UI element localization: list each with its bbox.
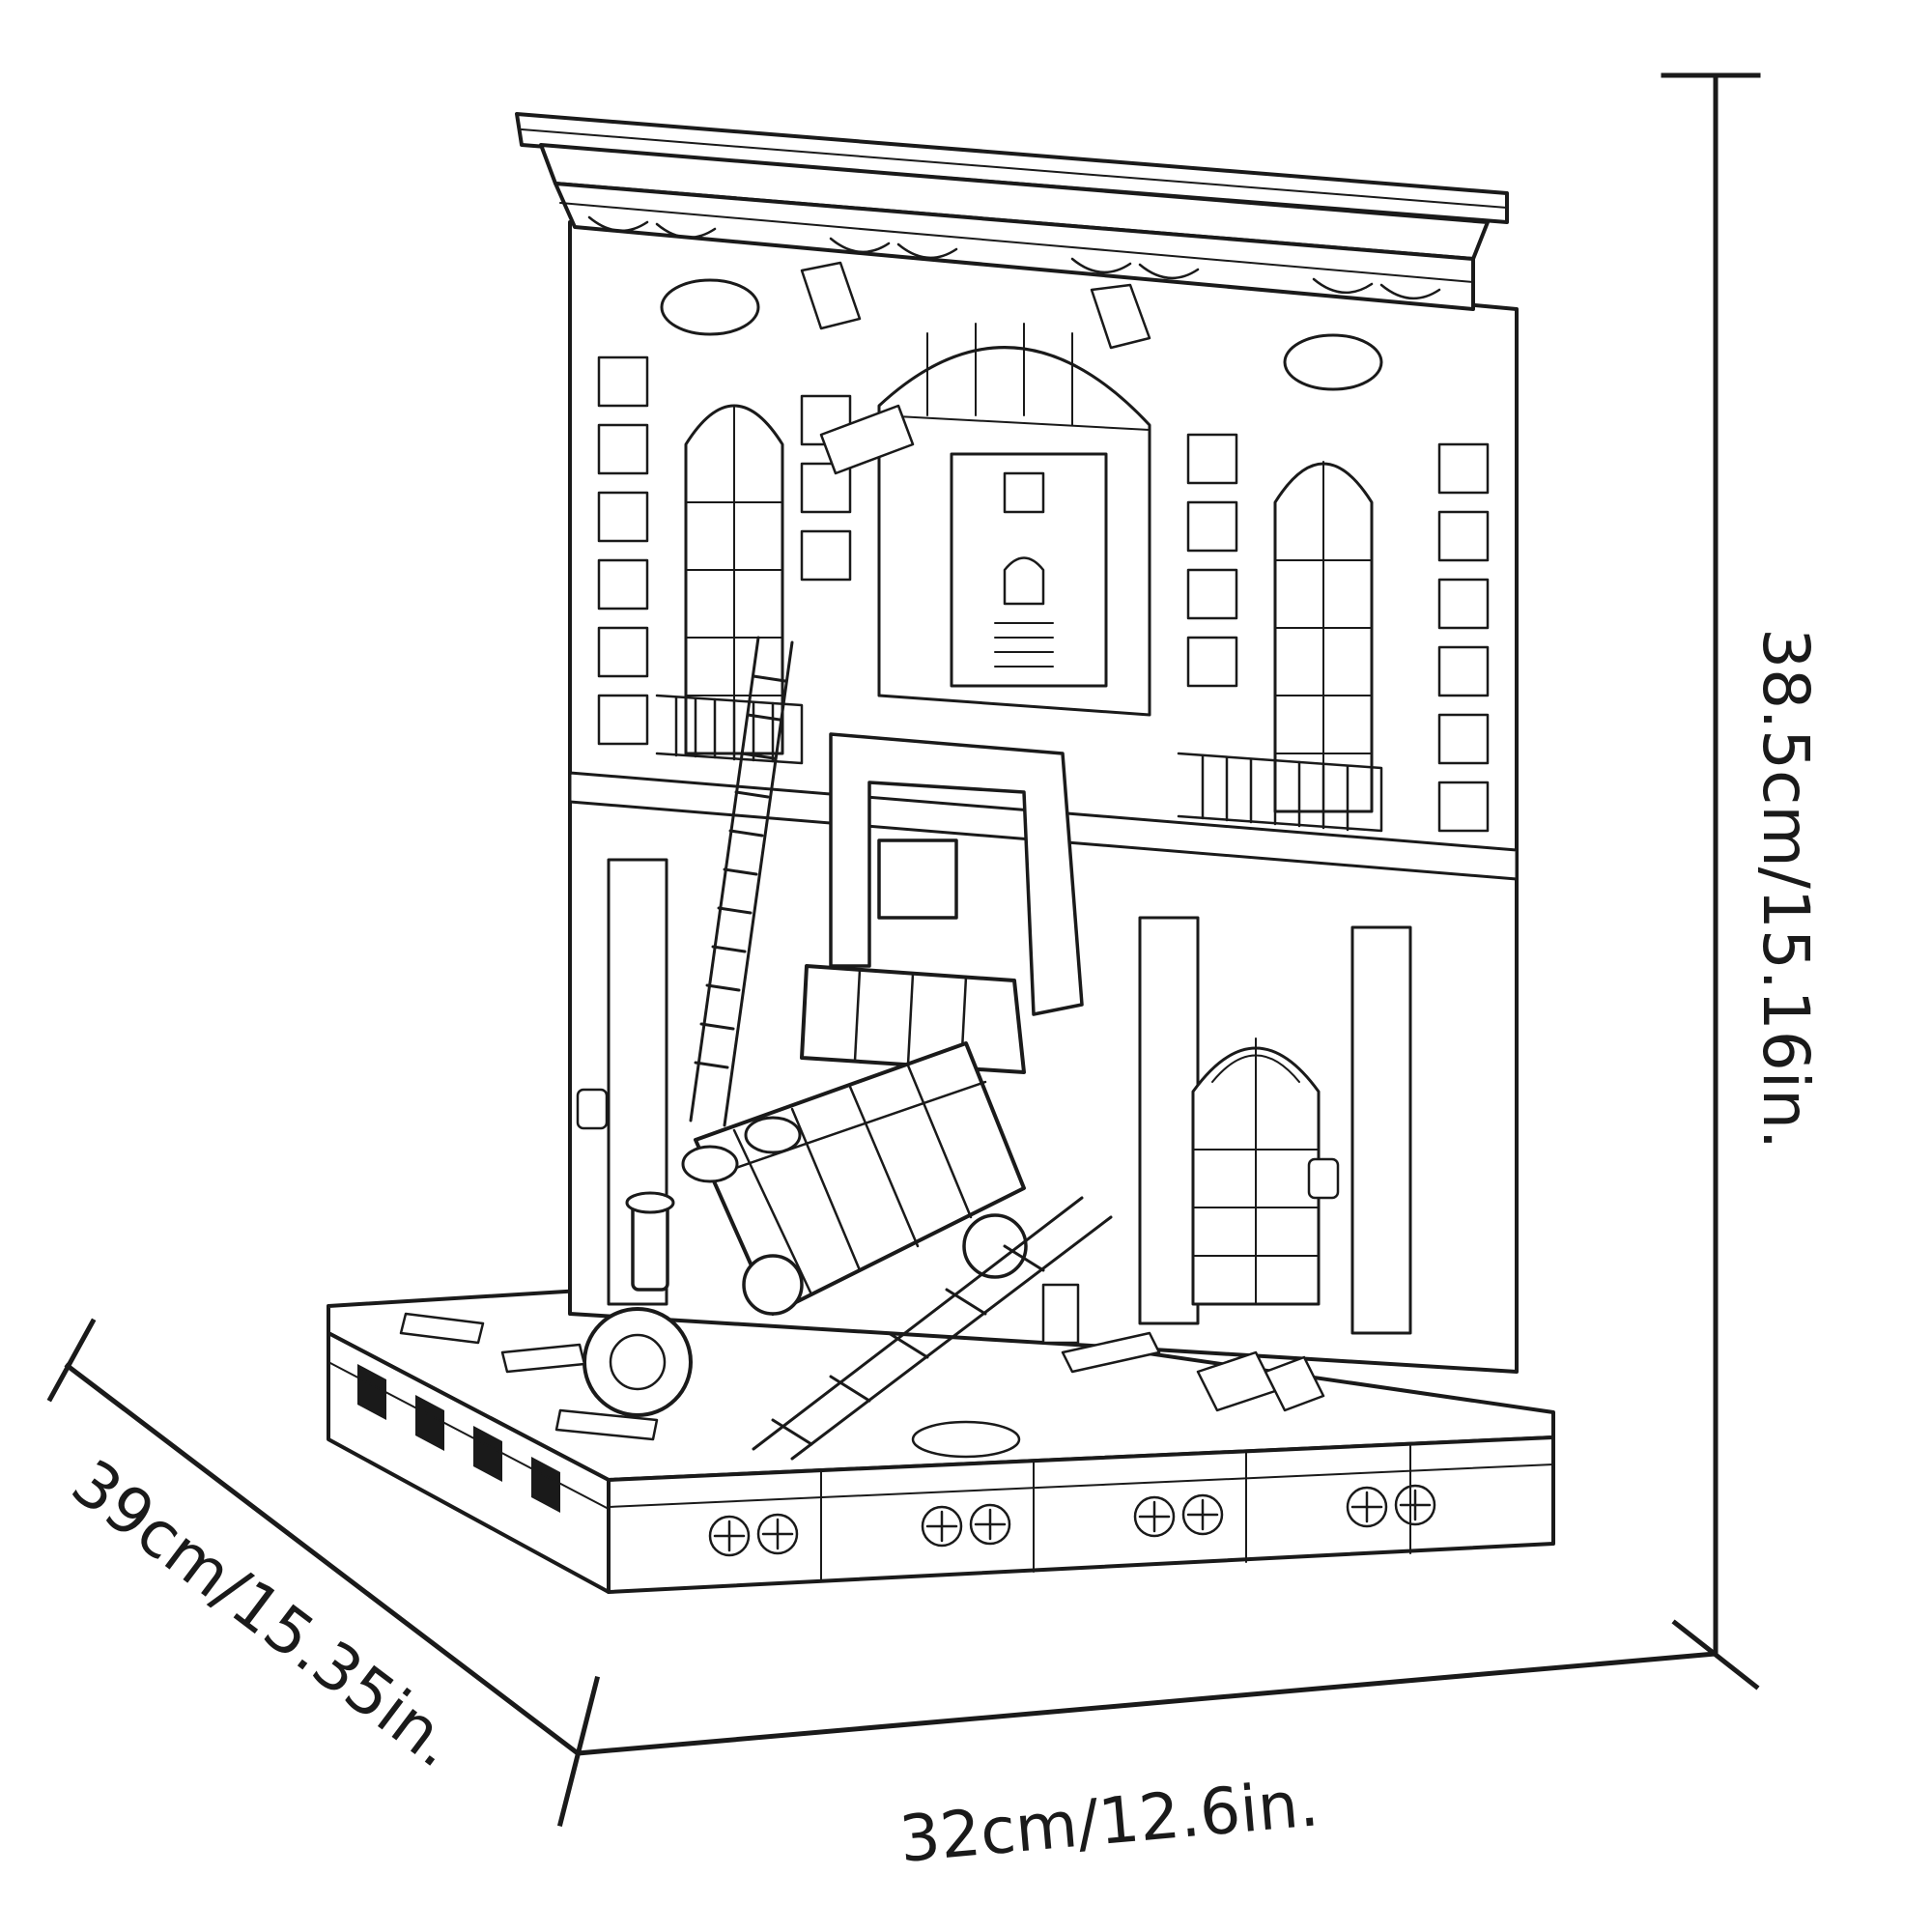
width-dimension-label: 32cm/12.6in. [896,1766,1321,1877]
balcony-railing [655,694,1383,833]
wall-lamp-icon [576,1088,1340,1200]
height-dimension-label: 38.5cm/15.16in. [1748,628,1823,1150]
locomotive-boiler [681,1041,1026,1316]
right-arched-window [1273,461,1374,813]
crashed-locomotive [399,636,1325,1461]
depth-left-tick [46,1318,97,1403]
central-arch [877,323,1151,717]
depth-dimension-label: 39cm/15.35in. [58,1445,470,1781]
building-model-illustration [327,112,1555,1594]
dimension-lines [46,72,1761,1828]
camera-prop-icon [800,261,1151,475]
width-dimension-line [575,1651,1719,1756]
depth-dimension-line [64,1362,582,1757]
ladder [689,636,794,1127]
smokestack [625,1191,675,1292]
left-arched-window [684,404,784,755]
ground-floor-arched-door [1191,1037,1321,1306]
